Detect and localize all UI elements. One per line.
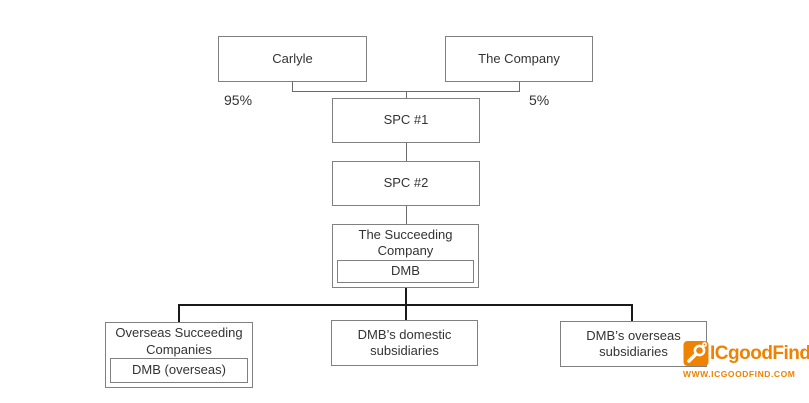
node-dmb-overseas-label: DMB (overseas) xyxy=(132,362,226,378)
node-the-company-label: The Company xyxy=(478,50,560,66)
node-the-company: The Company xyxy=(445,36,593,82)
connector-to-overseas-subsidiaries xyxy=(631,304,633,321)
node-overseas-succeeding-label: Overseas Succeeding Companies xyxy=(115,325,243,357)
node-spc2-label: SPC #2 xyxy=(383,175,429,191)
node-spc1: SPC #1 xyxy=(332,98,480,143)
connector-spc2-succeeding xyxy=(406,206,407,224)
connector-bottom-horizontal xyxy=(178,304,633,306)
node-carlyle: Carlyle xyxy=(218,36,367,82)
icgoodfind-url-text: WWW.ICGOODFIND.COM xyxy=(683,369,796,379)
connector-spc1-spc2 xyxy=(406,143,407,161)
node-dmb-overseas: DMB (overseas) xyxy=(110,358,248,383)
ownership-label-the-company: 5% xyxy=(529,92,550,108)
ownership-label-carlyle: 95% xyxy=(224,92,253,108)
node-domestic-subsidiaries: DMB’s domestic subsidiaries xyxy=(331,320,478,366)
connector-to-spc1 xyxy=(406,91,407,99)
node-succeeding-company: The Succeeding Company DMB xyxy=(332,224,479,288)
connector-to-overseas-succeeding xyxy=(178,304,180,322)
node-carlyle-label: Carlyle xyxy=(272,50,313,66)
icgoodfind-brand-text: ICgoodFind xyxy=(710,343,809,364)
node-dmb: DMB xyxy=(337,259,474,283)
icgoodfind-wrench-icon xyxy=(683,340,709,367)
icgoodfind-watermark: ICgoodFind WWW.ICGOODFIND.COM xyxy=(683,340,809,379)
node-overseas-subsidiaries: DMB’s overseas subsidiaries xyxy=(560,321,707,367)
node-dmb-label: DMB xyxy=(391,263,420,279)
connector-company-stub xyxy=(519,82,520,91)
node-overseas-succeeding: Overseas Succeeding Companies DMB (overs… xyxy=(105,322,253,388)
node-succeeding-company-label: The Succeeding Company xyxy=(358,227,453,259)
connector-carlyle-stub xyxy=(292,82,293,91)
node-spc1-label: SPC #1 xyxy=(383,112,429,128)
node-domestic-subsidiaries-label: DMB’s domestic subsidiaries xyxy=(357,326,452,358)
node-spc2: SPC #2 xyxy=(332,161,480,206)
node-overseas-subsidiaries-label: DMB’s overseas subsidiaries xyxy=(586,327,681,359)
